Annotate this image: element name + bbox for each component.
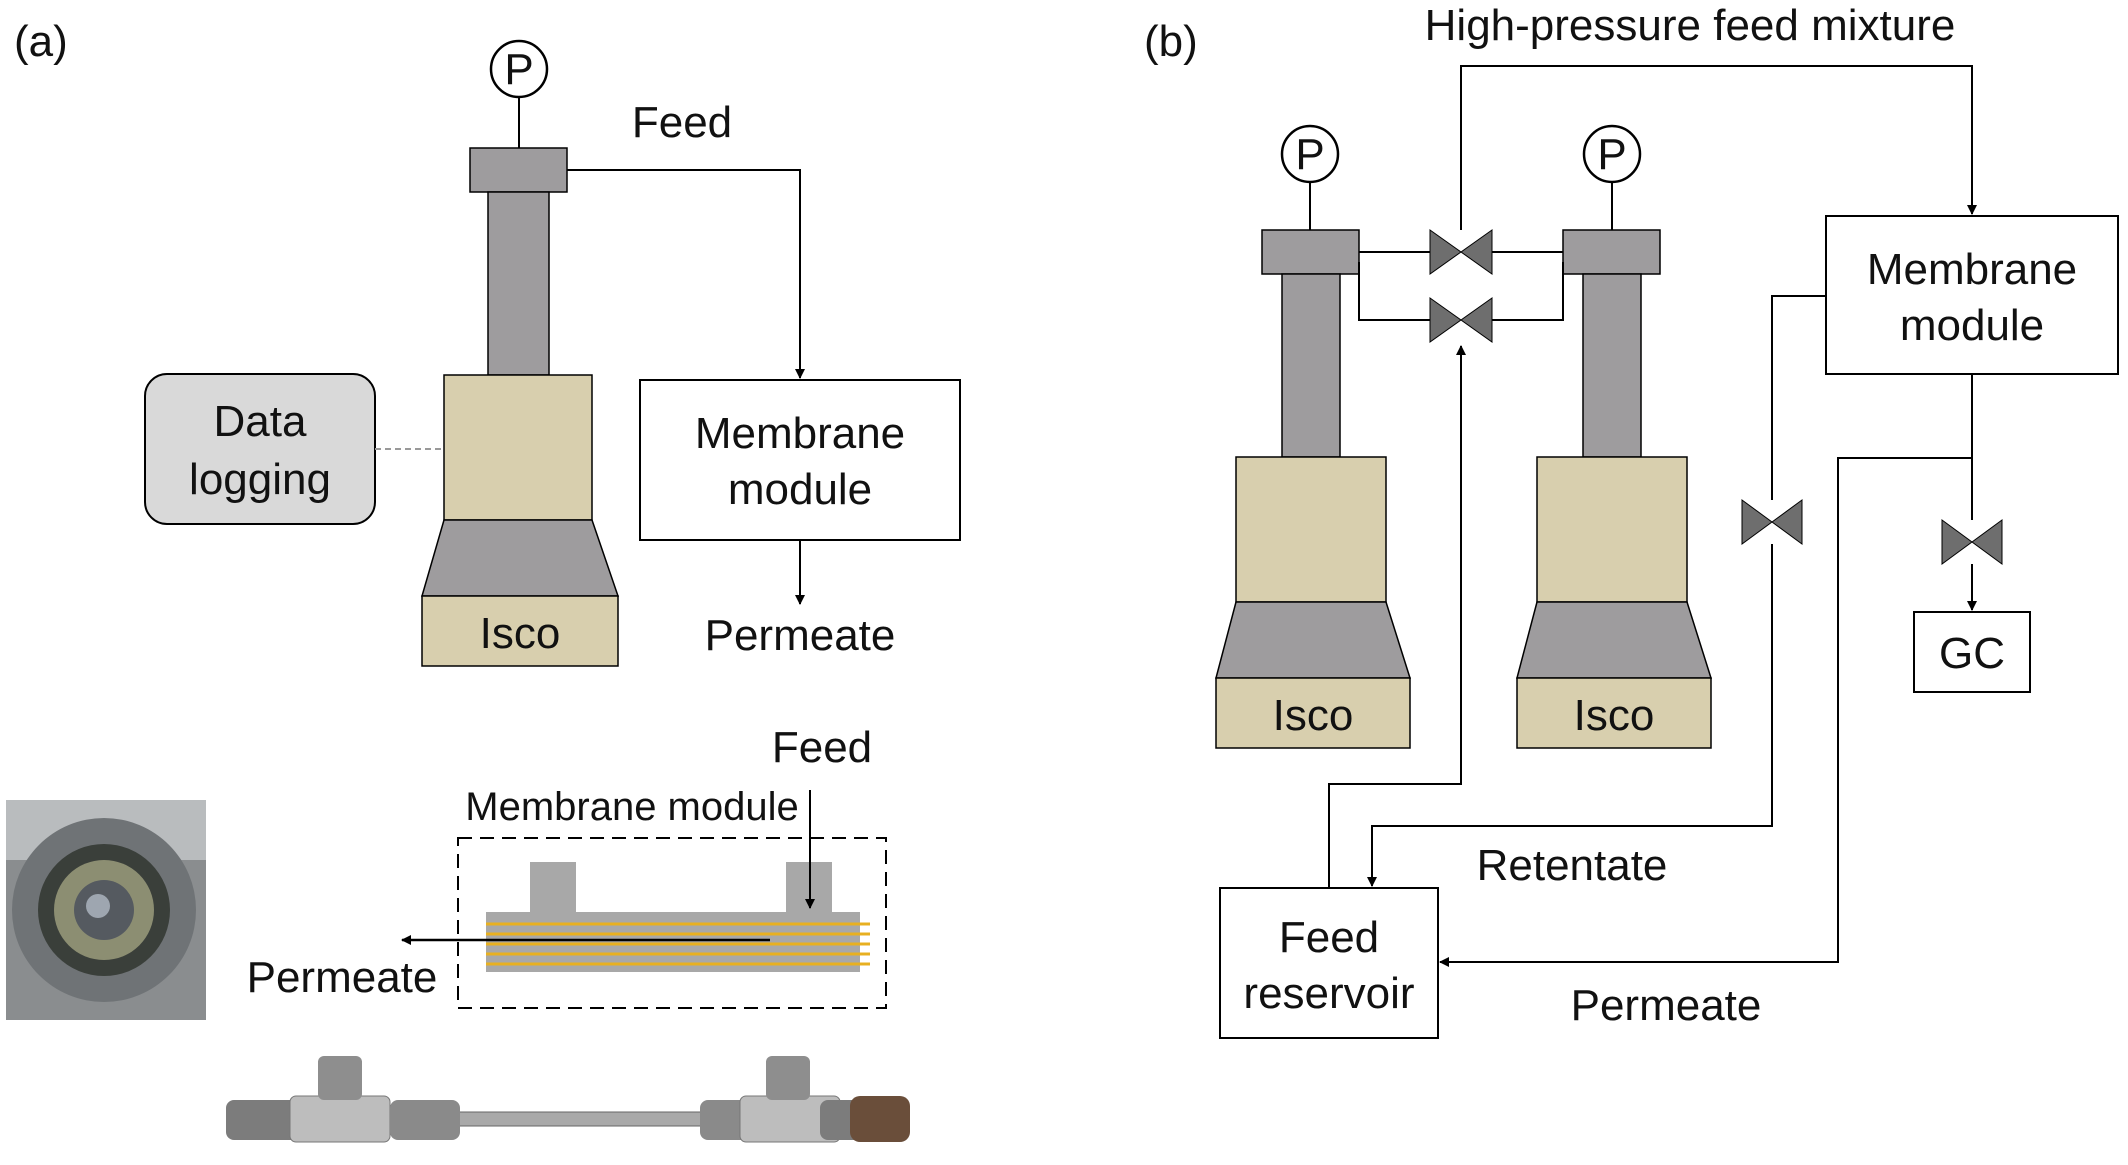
valve-top — [1429, 229, 1493, 275]
svg-text:Membrane: Membrane — [695, 409, 905, 458]
svg-text:Feed: Feed — [1279, 913, 1379, 962]
svg-text:Membrane: Membrane — [1867, 245, 2077, 294]
feed-line-a: Feed — [567, 98, 805, 379]
isco-pump-a: Isco — [421, 147, 620, 667]
svg-text:P: P — [1597, 130, 1626, 179]
svg-text:Permeate: Permeate — [247, 953, 438, 1002]
tube-module-photo — [226, 1056, 910, 1143]
membrane-module-a: Membrane module — [639, 379, 961, 541]
module-detail: Feed Membrane module Permeate — [247, 723, 887, 1009]
svg-text:P: P — [1295, 130, 1324, 179]
isco-pump-b-right: Isco — [1516, 229, 1713, 749]
return-line — [1328, 345, 1466, 888]
pump-connections — [1358, 251, 1564, 321]
svg-text:Isco: Isco — [1574, 691, 1655, 740]
pressure-gauge-a: P — [489, 39, 549, 148]
permeate-label-b: Permeate — [1571, 981, 1762, 1030]
panel-a-label: (a) — [14, 17, 68, 66]
svg-text:module: module — [728, 465, 872, 514]
retentate-label: Retentate — [1477, 841, 1668, 890]
panel-b-label: (b) — [1144, 17, 1198, 66]
svg-text:logging: logging — [189, 455, 331, 504]
svg-text:Isco: Isco — [1273, 691, 1354, 740]
module-end-photo — [6, 800, 206, 1020]
pressure-gauge-b-right: P — [1582, 124, 1642, 230]
svg-text:reservoir: reservoir — [1243, 969, 1414, 1018]
retentate-line-lower — [1367, 544, 1773, 887]
svg-text:Feed: Feed — [772, 723, 872, 772]
svg-text:P: P — [504, 45, 533, 94]
valve-bottom — [1429, 297, 1493, 343]
svg-text:Membrane module: Membrane module — [465, 785, 799, 829]
valve-gc — [1941, 519, 2003, 565]
feed-reservoir: Feed reservoir — [1219, 887, 1439, 1039]
retentate-line-upper — [1771, 295, 1826, 500]
svg-text:GC: GC — [1939, 629, 2005, 678]
data-logging-box: Data logging — [144, 373, 444, 525]
permeate-line-b — [1439, 457, 1972, 967]
valve-retentate — [1741, 499, 1803, 545]
feed-line-b — [1460, 65, 1977, 230]
feed-label: Feed — [632, 98, 732, 147]
membrane-module-b: Membrane module — [1825, 215, 2119, 375]
isco-pump-b-left: Isco — [1215, 229, 1412, 749]
permeate-label-a: Permeate — [705, 611, 896, 660]
pump-label: Isco — [480, 609, 561, 658]
top-label: High-pressure feed mixture — [1425, 1, 1956, 50]
svg-text:Data: Data — [214, 397, 307, 446]
svg-text:module: module — [1900, 301, 2044, 350]
pressure-gauge-b-left: P — [1280, 124, 1340, 230]
gc-box: GC — [1913, 611, 2031, 693]
